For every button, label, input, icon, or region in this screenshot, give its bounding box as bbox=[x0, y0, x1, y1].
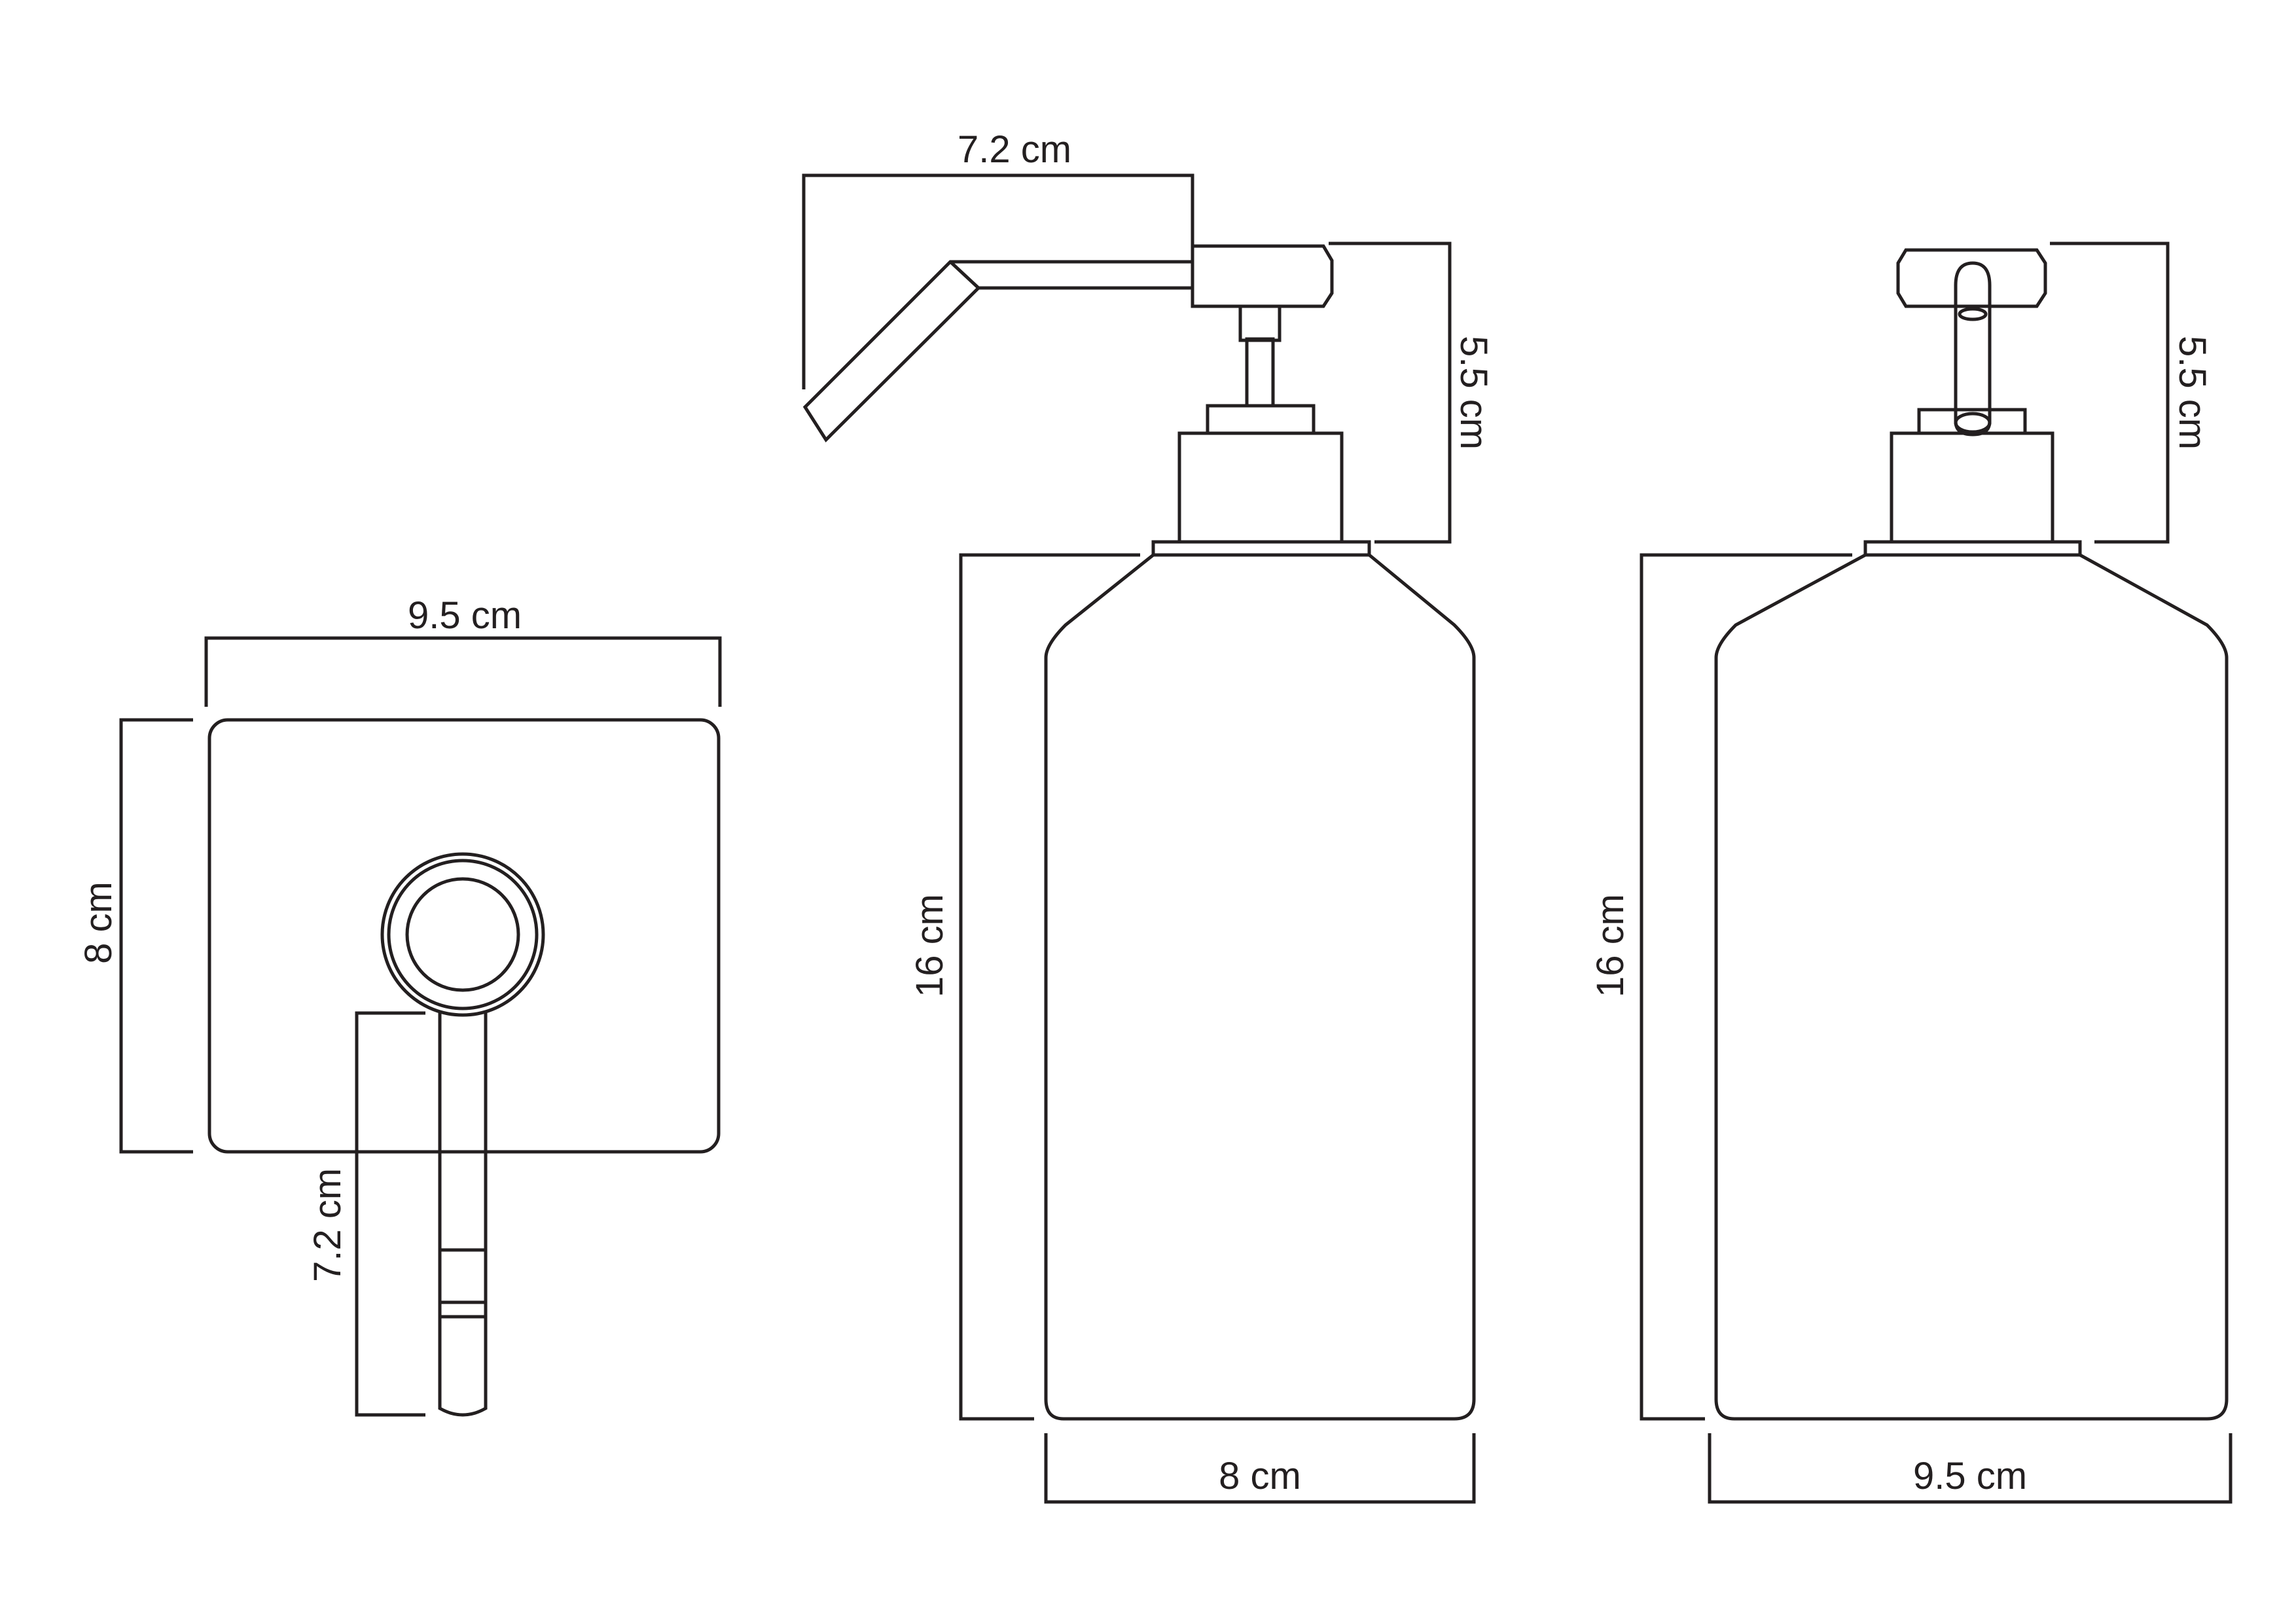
front-view-width-dimension-line bbox=[1708, 1433, 2233, 1504]
side-view-spout-reach-label: 7.2 cm bbox=[958, 128, 1071, 171]
side-view-pump-height-label: 5.5 cm bbox=[1452, 336, 1495, 450]
side-view: 7.2 cm 5.5 cm 16 cm 8 cm bbox=[802, 128, 1495, 1504]
top-view-depth-dimension-line bbox=[119, 718, 193, 1154]
front-view-pump-height-dimension-line bbox=[2050, 241, 2170, 544]
side-view-spout-reach-dimension-line bbox=[802, 173, 1194, 389]
top-view-width-label: 9.5 cm bbox=[408, 594, 522, 637]
side-view-pump-head bbox=[1191, 244, 1334, 308]
side-view-width-label: 8 cm bbox=[1219, 1455, 1301, 1497]
top-view-pump-head bbox=[405, 877, 520, 992]
front-view: 5.5 cm 16 cm 9.5 cm bbox=[1589, 241, 2233, 1504]
top-view-spout-dimension-line bbox=[355, 1011, 425, 1417]
top-view-width-dimension-line bbox=[204, 636, 722, 707]
side-view-pump-housing bbox=[1177, 431, 1344, 544]
front-view-spout-ring bbox=[1958, 307, 1988, 321]
side-view-collar bbox=[1151, 540, 1371, 557]
side-view-pump-height-dimension-line bbox=[1329, 241, 1452, 544]
front-view-spout-tip bbox=[1954, 412, 1992, 434]
side-view-pump-stem-cap bbox=[1238, 304, 1282, 342]
top-view-depth-label: 8 cm bbox=[77, 882, 120, 964]
front-view-pump-head bbox=[1896, 248, 2047, 308]
top-view-spout-label: 7.2 cm bbox=[306, 1168, 349, 1282]
side-view-spout bbox=[802, 260, 1193, 442]
front-view-pump-height-label: 5.5 cm bbox=[2171, 336, 2214, 450]
front-view-pump-housing bbox=[1890, 431, 2054, 544]
side-view-pump-cap bbox=[1206, 404, 1316, 435]
front-view-bottle-height-dimension-line bbox=[1640, 553, 1852, 1421]
side-view-width-dimension-line bbox=[1044, 1433, 1476, 1504]
top-view-pump-ring-middle bbox=[387, 859, 539, 1010]
top-view-pump-ring-outer bbox=[380, 852, 545, 1017]
top-view-spout bbox=[438, 1011, 488, 1417]
side-view-spout-joint bbox=[949, 260, 980, 289]
top-view-base-plate bbox=[207, 718, 721, 1154]
side-view-bottle-height-label: 16 cm bbox=[908, 894, 951, 997]
front-view-collar bbox=[1863, 540, 2082, 557]
front-view-bottle-height-label: 16 cm bbox=[1589, 894, 1632, 997]
front-view-width-label: 9.5 cm bbox=[1913, 1455, 2027, 1497]
side-view-bottle-height-dimension-line bbox=[959, 553, 1140, 1421]
front-view-bottle-body bbox=[1714, 553, 2229, 1421]
side-view-pump-stem bbox=[1245, 337, 1275, 408]
side-view-bottle-body bbox=[1044, 553, 1476, 1421]
top-view: 9.5 cm 8 cm 7.2 cm bbox=[77, 594, 722, 1417]
